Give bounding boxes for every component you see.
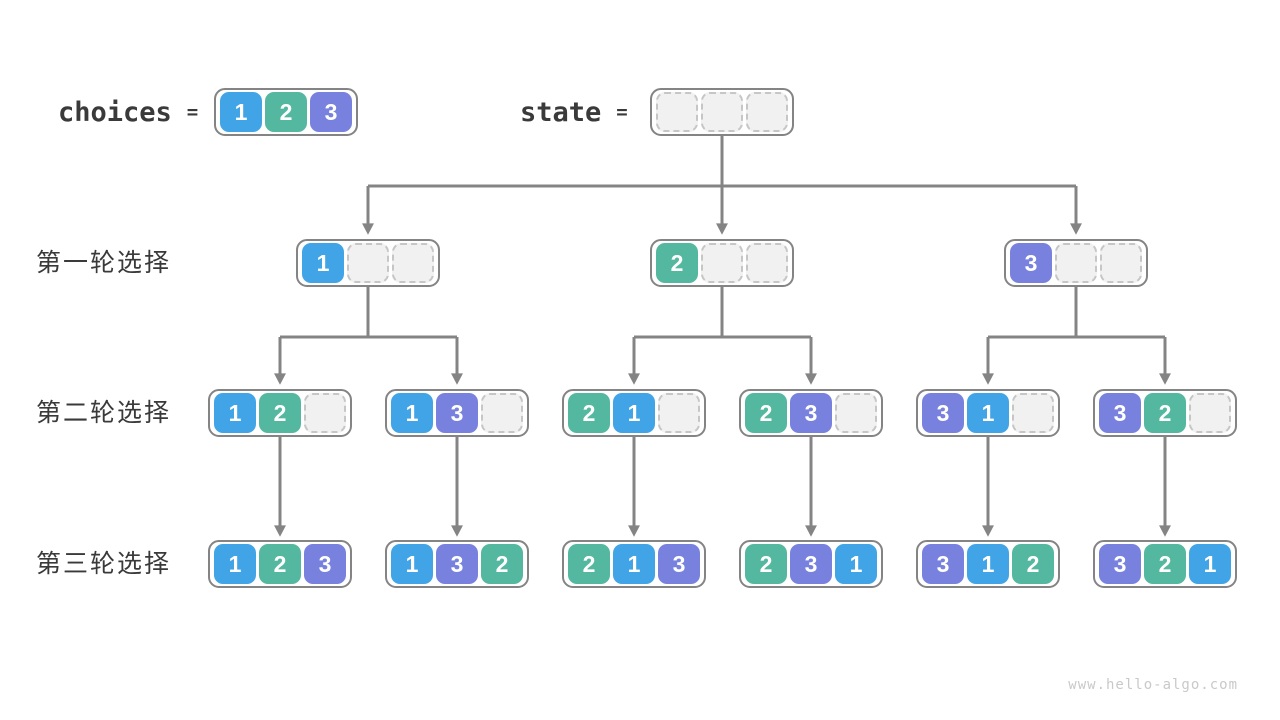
- state-equals-sign: =: [616, 101, 628, 123]
- cell: [1189, 393, 1231, 433]
- cell: 3: [436, 544, 478, 584]
- choices-cell-1: 1: [220, 92, 262, 132]
- state-node-level3-0: 1 2 3: [208, 540, 352, 588]
- state-cell-empty: [701, 92, 743, 132]
- state-node-level3-2: 2 1 3: [562, 540, 706, 588]
- cell: 3: [790, 544, 832, 584]
- cell: [347, 243, 389, 283]
- cell: 3: [436, 393, 478, 433]
- cell: 2: [481, 544, 523, 584]
- cell: [746, 243, 788, 283]
- state-node-level3-4: 3 1 2: [916, 540, 1060, 588]
- cell: 1: [613, 544, 655, 584]
- state-node-level2-0: 1 2: [208, 389, 352, 437]
- round-3-label: 第三轮选择: [36, 550, 172, 578]
- state-node-level3-3: 2 3 1: [739, 540, 883, 588]
- cell: 1: [967, 393, 1009, 433]
- choices-cell-3: 3: [310, 92, 352, 132]
- choices-cell-2: 2: [265, 92, 307, 132]
- state-node-level1-1: 2: [650, 239, 794, 287]
- cell: 3: [922, 544, 964, 584]
- cell: 2: [1012, 544, 1054, 584]
- cell: 3: [1010, 243, 1052, 283]
- choices-declaration: choices =: [58, 88, 198, 136]
- state-cell-empty: [656, 92, 698, 132]
- cell: [304, 393, 346, 433]
- cell: 2: [259, 393, 301, 433]
- cell: 1: [302, 243, 344, 283]
- cell: [1012, 393, 1054, 433]
- choices-label: choices: [58, 96, 172, 128]
- state-cell-empty: [746, 92, 788, 132]
- state-declaration: state =: [520, 88, 628, 136]
- state-label: state: [520, 96, 602, 128]
- state-node-level1-2: 3: [1004, 239, 1148, 287]
- state-node-level2-3: 2 3: [739, 389, 883, 437]
- cell: [481, 393, 523, 433]
- cell: 1: [967, 544, 1009, 584]
- cell: 1: [391, 544, 433, 584]
- cell: 2: [745, 544, 787, 584]
- watermark: www.hello-algo.com: [1068, 677, 1238, 693]
- state-node-level2-5: 3 2: [1093, 389, 1237, 437]
- cell: 2: [1144, 393, 1186, 433]
- round-1-label: 第一轮选择: [36, 249, 172, 277]
- cell: 1: [613, 393, 655, 433]
- cell: 2: [568, 544, 610, 584]
- cell: 3: [658, 544, 700, 584]
- choices-equals-sign: =: [186, 101, 199, 123]
- choices-array-box: 1 2 3: [214, 88, 358, 136]
- cell: 1: [214, 544, 256, 584]
- cell: 1: [391, 393, 433, 433]
- cell: [1055, 243, 1097, 283]
- cell: 2: [656, 243, 698, 283]
- cell: 2: [745, 393, 787, 433]
- cell: 3: [790, 393, 832, 433]
- cell: 1: [1189, 544, 1231, 584]
- round-2-label: 第二轮选择: [36, 399, 172, 427]
- state-node-level3-5: 3 2 1: [1093, 540, 1237, 588]
- state-node-level3-1: 1 3 2: [385, 540, 529, 588]
- state-node-level2-4: 3 1: [916, 389, 1060, 437]
- state-node-level1-0: 1: [296, 239, 440, 287]
- cell: 2: [259, 544, 301, 584]
- cell: [658, 393, 700, 433]
- cell: 1: [835, 544, 877, 584]
- cell: 3: [922, 393, 964, 433]
- state-node-level2-2: 2 1: [562, 389, 706, 437]
- cell: 1: [214, 393, 256, 433]
- state-array-box: [650, 88, 794, 136]
- cell: 3: [304, 544, 346, 584]
- cell: [1100, 243, 1142, 283]
- cell: [392, 243, 434, 283]
- state-node-level2-1: 1 3: [385, 389, 529, 437]
- cell: 3: [1099, 393, 1141, 433]
- cell: 3: [1099, 544, 1141, 584]
- cell: 2: [568, 393, 610, 433]
- cell: [701, 243, 743, 283]
- cell: [835, 393, 877, 433]
- cell: 2: [1144, 544, 1186, 584]
